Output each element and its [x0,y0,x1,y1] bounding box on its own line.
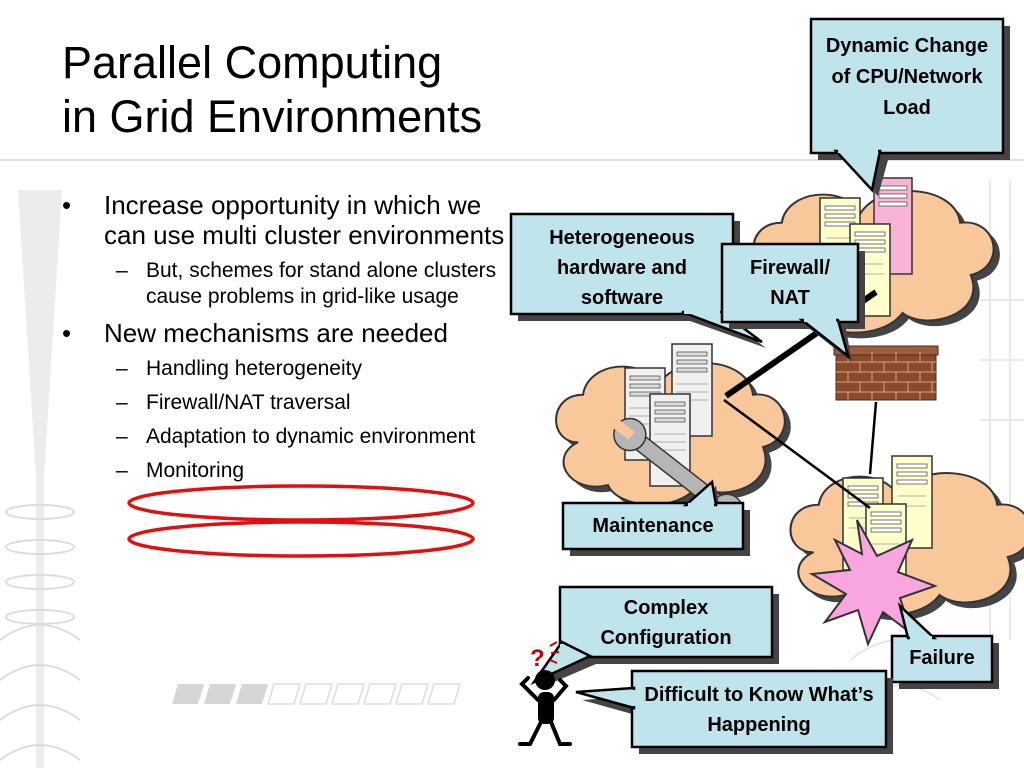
dash-marker: – [116,357,128,380]
bullet-item: New mechanisms are needed [58,318,528,348]
highlight-ellipse [127,484,475,522]
sub-bullet-text: Adaptation to dynamic environment [146,425,476,448]
firewall-brick-icon [833,345,939,401]
confused-person-icon [518,641,572,746]
callout-failure-text: Failure [909,647,975,669]
dash-marker: – [116,425,128,448]
callout-firewall-box [720,242,860,324]
sub-bullet-item: – Monitoring [58,458,528,484]
bullet-item: Increase opportunity in which we can use… [58,190,528,250]
sub-bullet-item: – Handling heterogeneity [58,356,528,382]
slide-title: Parallel Computing in Grid Environments [62,36,482,144]
dash-marker: – [116,259,128,282]
link-line [723,398,871,510]
callout-failure-box [890,634,994,684]
callout-maintenance-box [561,501,745,551]
link-line [868,401,878,475]
sub-bullet-item: – But, schemes for stand alone clusters … [58,258,528,310]
highlight-ellipse [127,520,475,558]
callout-dynamic-change-box [809,17,1005,155]
callout-complex-config-box [558,585,774,659]
callout-heterogeneous-box [509,212,735,316]
sub-bullet-item: – Firewall/NAT traversal [58,390,528,416]
title-line-1: Parallel Computing [62,37,443,88]
sub-bullet-text: Handling heterogeneity [146,357,362,380]
callout-maintenance-text: Maintenance [592,515,714,537]
dash-marker: – [116,391,128,414]
title-line-2: in Grid Environments [62,91,483,142]
callout-difficult-text: Difficult to Know What’s Happening [644,684,874,736]
callout-heterogeneous-text: Heterogeneous hardware and software [549,227,695,309]
sub-bullet-text: But, schemes for stand alone clusters ca… [146,259,497,308]
bullet-list: Increase opportunity in which we can use… [58,190,528,492]
callout-difficult-box [630,669,888,749]
sub-bullet-text: Monitoring [146,459,245,482]
question-mark-icon: ? [530,645,545,672]
callout-firewall-text: Firewall/ NAT [749,257,831,309]
dash-marker: – [116,459,128,482]
callout-dynamic-change-text: Dynamic Change of CPU/Network Load [825,35,989,119]
sub-bullet-item: – Adaptation to dynamic environment [58,424,528,450]
callout-complex-config-text: Complex Configuration [600,597,732,649]
sub-bullet-text: Firewall/NAT traversal [146,391,351,414]
